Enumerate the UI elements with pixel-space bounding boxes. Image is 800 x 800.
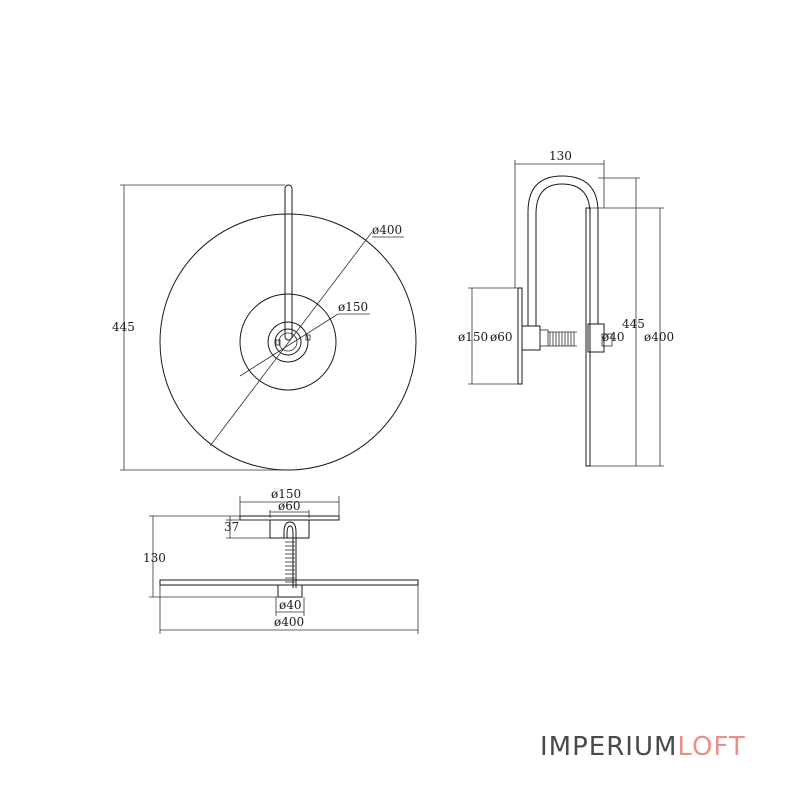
- top-wall-plate: [239, 515, 340, 521]
- brand-part-1: IMPERIUM: [540, 732, 678, 762]
- side-hub-collar: [587, 323, 605, 353]
- side-arc-arm-inner: [535, 183, 591, 326]
- side-thread-connector: [539, 329, 549, 347]
- front-view: ø400 ø150 445: [112, 184, 417, 471]
- brand-part-2: LOFT: [677, 732, 746, 762]
- side-disc-edge: [585, 207, 591, 467]
- side-thread-coil: [548, 331, 577, 347]
- top-base-block: [269, 519, 310, 539]
- front-hub-inner: [274, 328, 302, 356]
- top-base-inner-label: ø60: [278, 499, 301, 513]
- front-outer-disc: [159, 213, 417, 471]
- top-depth-label: 130: [143, 551, 166, 565]
- side-base-block: [521, 325, 541, 351]
- side-base-dia-label: ø150: [458, 330, 488, 344]
- front-height-label: 445: [112, 320, 135, 334]
- front-diagonal-outer: [209, 231, 373, 447]
- top-disc-edge: [159, 579, 419, 586]
- top-view: ø150 ø60 37 130: [143, 487, 419, 634]
- front-hub-outer: [267, 321, 309, 363]
- top-thread-coil: [285, 541, 295, 583]
- side-arc-arm: [527, 175, 599, 326]
- side-disc-dia-label: ø400: [644, 330, 674, 344]
- side-base-inner-label: ø60: [490, 330, 513, 344]
- top-arc-arm: [283, 521, 297, 588]
- top-base-dia-label: ø150: [271, 487, 301, 501]
- top-disc-dia-label: ø400: [274, 615, 304, 629]
- side-tube-dia-label: ø40: [602, 330, 625, 344]
- front-diagonal-inner: [239, 313, 339, 377]
- front-vertical-rod: [284, 184, 293, 341]
- front-inner-plate: [239, 293, 337, 391]
- top-arc-arm-inner: [286, 525, 294, 588]
- brand-logo: IMPERIUMLOFT: [540, 732, 746, 762]
- top-tube-dia-label: ø40: [279, 598, 302, 612]
- front-outer-dia-label: ø400: [372, 223, 402, 237]
- top-hub-collar: [277, 584, 303, 598]
- side-wall-plate: [517, 287, 523, 385]
- front-inner-dia-label: ø150: [338, 300, 368, 314]
- side-view: 130 ø150 ø60 445 ø400 ø40: [458, 149, 674, 467]
- front-hub-core: [278, 332, 298, 352]
- top-base-depth-label: 37: [224, 520, 239, 534]
- side-depth-label: 130: [549, 149, 572, 163]
- front-rod-bracket-right: [305, 334, 311, 341]
- front-rod-bracket-left: [275, 339, 281, 346]
- side-hub-cap: [601, 333, 613, 347]
- side-height-label: 445: [622, 317, 645, 331]
